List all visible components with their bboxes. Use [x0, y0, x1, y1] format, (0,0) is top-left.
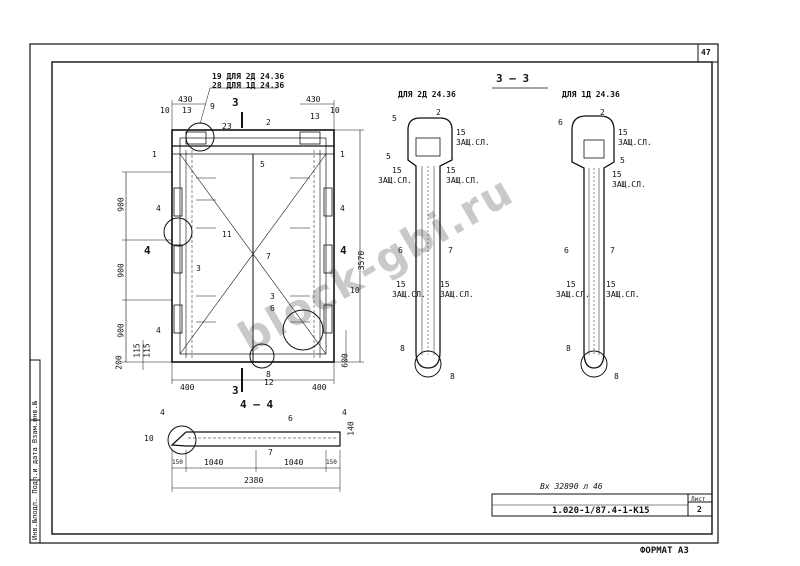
dim-bottom-right: 400	[312, 383, 327, 392]
callout-12: 12	[264, 378, 274, 387]
list-value: 2	[697, 505, 702, 514]
s33-callout-5b: 5	[386, 152, 391, 161]
dim-left-2: 900	[116, 263, 126, 278]
s33-callout-8: 8	[400, 344, 405, 353]
section-33-left-title: ДЛЯ 2Д 24.36	[398, 90, 456, 99]
dim-left-1: 900	[116, 197, 126, 212]
dim-600: 600	[340, 353, 350, 368]
dim-small-3: 10	[330, 106, 340, 115]
s33-callout-7: 7	[448, 246, 453, 255]
top-note-1d: 28 ДЛЯ 1Д 24.36	[212, 81, 285, 90]
callout-11: 11	[222, 230, 232, 239]
callout-3b: 3	[270, 292, 275, 301]
s44-end-dim-a: 150	[172, 459, 183, 466]
s33r-callout-2: 2	[600, 108, 605, 117]
section-33-right-title: ДЛЯ 1Д 24.36	[562, 90, 620, 99]
s44-end-dim-b: 150	[326, 459, 337, 466]
callout-4c: 4	[156, 326, 161, 335]
sheet-number: 47	[701, 48, 711, 57]
section-33-title: 3 — 3	[496, 72, 530, 85]
drawing-code: 1.020-1/87.4-1-К15	[552, 506, 650, 516]
section-mark-4-right: 4	[340, 244, 347, 257]
dim-top-right: 430	[306, 95, 321, 104]
section-mark-top: 3	[232, 96, 239, 109]
s33r-callout-7: 7	[610, 246, 615, 255]
s33-cover-15-e: 15	[440, 280, 450, 289]
s33r-callout-8b: 8	[614, 372, 619, 381]
s33r-callout-6b: 6	[564, 246, 569, 255]
s33-callout-5: 5	[392, 114, 397, 123]
s44-dim-1040b: 1040	[284, 458, 304, 467]
s44-callout-4a: 4	[160, 408, 165, 417]
dim-bl-115b: 115	[142, 343, 152, 358]
s33-cover-15-b: 15	[392, 166, 402, 175]
s33-cover-label-b: ЗАЩ.СЛ.	[378, 176, 412, 185]
s33r-cover-label-d: ЗАЩ.СЛ.	[606, 290, 640, 299]
dim-23: 23	[222, 122, 232, 131]
dim-bl-115a: 115	[132, 343, 142, 358]
s33-cover-15-d: 15	[396, 280, 406, 289]
callout-6: 6	[270, 304, 275, 313]
list-label: Лист	[691, 496, 706, 503]
s44-callout-6: 6	[288, 414, 293, 423]
section-44-title: 4 — 4	[240, 398, 274, 411]
s33-cover-label-e: ЗАЩ.СЛ.	[440, 290, 474, 299]
callout-4b: 4	[340, 204, 345, 213]
s33-cover-label-c: ЗАЩ.СЛ.	[446, 176, 480, 185]
s44-dim-1040a: 1040	[204, 458, 224, 467]
s44-callout-10: 10	[144, 434, 154, 443]
callout-1b: 1	[340, 150, 345, 159]
s33r-cover-15-c: 15	[566, 280, 576, 289]
s33r-cover-15-a: 15	[618, 128, 628, 137]
side-strip-text: Инв.№подл. Подп.и дата Взам.инв.№	[31, 400, 39, 540]
s33-cover-label-a: ЗАЩ.СЛ.	[456, 138, 490, 147]
callout-3: 3	[196, 264, 201, 273]
s44-callout-4b: 4	[342, 408, 347, 417]
dim-bl-200: 200	[114, 355, 124, 370]
s33r-callout-5: 5	[620, 156, 625, 165]
s33-callout-8b: 8	[450, 372, 455, 381]
dim-small-4: 13	[310, 112, 320, 121]
s33r-cover-15-d: 15	[606, 280, 616, 289]
s33-callout-6: 6	[398, 246, 403, 255]
callout-4: 4	[156, 204, 161, 213]
callout-1: 1	[152, 150, 157, 159]
s33r-callout-8: 8	[566, 344, 571, 353]
s33-cover-15-a: 15	[456, 128, 466, 137]
callout-5: 5	[260, 160, 265, 169]
s33-cover-15-c: 15	[446, 166, 456, 175]
section-mark-4-left: 4	[144, 244, 151, 257]
s44-dim-140: 140	[346, 421, 356, 436]
s33r-cover-label-c: ЗАЩ.СЛ.	[556, 290, 590, 299]
s33r-cover-label-b: ЗАЩ.СЛ.	[612, 180, 646, 189]
inventory-number: Вх 32890 л 46	[540, 482, 603, 491]
s33-cover-label-d: ЗАЩ.СЛ.	[392, 290, 426, 299]
s33-callout-2: 2	[436, 108, 441, 117]
s33r-cover-label-a: ЗАЩ.СЛ.	[618, 138, 652, 147]
format-label: ФОРМАТ А3	[640, 546, 689, 556]
top-note-2d: 19 ДЛЯ 2Д 24.36	[212, 72, 285, 81]
section-mark-bottom: 3	[232, 384, 239, 397]
dim-left-3: 900	[116, 323, 126, 338]
callout-8: 8	[266, 370, 271, 379]
s44-total: 2380	[244, 476, 264, 485]
s33r-cover-15-b: 15	[612, 170, 622, 179]
callout-7: 7	[266, 252, 271, 261]
dim-small-2: 13	[182, 106, 192, 115]
callout-2: 2	[266, 118, 271, 127]
dim-small-1: 10	[160, 106, 170, 115]
dim-top-left: 430	[178, 95, 193, 104]
s33r-callout-6: 6	[558, 118, 563, 127]
s44-callout-7: 7	[268, 448, 273, 457]
dim-bottom-left: 400	[180, 383, 195, 392]
callout-10: 10	[350, 286, 360, 295]
callout-9: 9	[210, 102, 215, 111]
